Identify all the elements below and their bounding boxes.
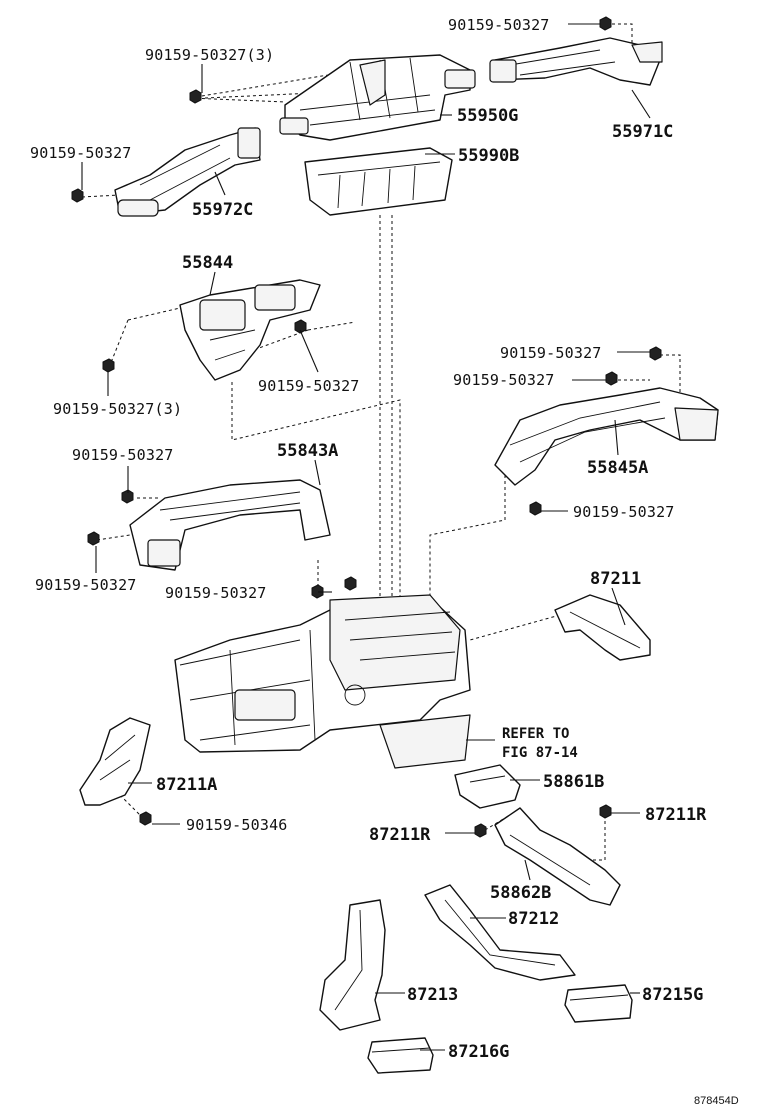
label-bolt-55843A-top: 90159-50327 (72, 446, 174, 464)
duct-87216G (367, 1037, 434, 1074)
duct-87211A (79, 717, 151, 806)
duct-55990B (304, 147, 453, 216)
label-bolt-55844-left: 90159-50327(3) (53, 400, 182, 418)
duct-55971C (489, 37, 663, 86)
duct-87215G (564, 984, 633, 1023)
label-bolt-top-right: 90159-50327 (448, 16, 550, 34)
label-bolt-left-upper: 90159-50327 (30, 144, 132, 162)
diagram-code: 878454D (694, 1095, 739, 1107)
assembly-lines (81, 23, 681, 861)
label-87216G: 87216G (448, 1042, 509, 1062)
label-bolt-top-left: 90159-50327(3) (145, 46, 274, 64)
label-87213: 87213 (407, 985, 458, 1005)
label-55990B: 55990B (458, 146, 519, 166)
leader-lines (81, 23, 651, 1051)
label-55950G: 55950G (457, 106, 518, 126)
duct-55950G (279, 54, 476, 141)
label-bolt-55843A-left: 90159-50327 (35, 576, 137, 594)
label-bolt-55845A-bottom: 90159-50327 (573, 503, 675, 521)
duct-87213 (319, 899, 386, 1031)
label-55844: 55844 (182, 253, 233, 273)
label-58862B: 58862B (490, 883, 551, 903)
heater-unit (174, 594, 471, 769)
duct-58862B (494, 807, 621, 906)
label-bolt-heater-top: 90159-50327 (165, 584, 267, 602)
duct-55844 (179, 279, 321, 381)
duct-55972C (114, 127, 261, 217)
label-87211A: 87211A (156, 775, 217, 795)
callout-labels: 90159-50327 90159-50327(3) 55950G 55971C… (30, 16, 739, 1107)
duct-87211 (554, 594, 651, 661)
bolt-icons (71, 16, 662, 838)
label-bolt-55845A-top2: 90159-50327 (453, 371, 555, 389)
label-87215G: 87215G (642, 985, 703, 1005)
label-55843A: 55843A (277, 441, 338, 461)
label-87212: 87212 (508, 909, 559, 929)
label-refer-line1: REFER TO (502, 726, 569, 742)
label-bolt-55844-right: 90159-50327 (258, 377, 360, 395)
label-bolt-87211A: 90159-50346 (186, 816, 288, 834)
duct-55843A (129, 479, 331, 571)
label-bolt-55845A-top1: 90159-50327 (500, 344, 602, 362)
label-87211: 87211 (590, 569, 641, 589)
label-87211R-right: 87211R (645, 805, 707, 825)
label-55971C: 55971C (612, 122, 673, 142)
label-refer-line2: FIG 87-14 (502, 745, 578, 761)
duct-58861B (454, 764, 521, 809)
label-55845A: 55845A (587, 458, 648, 478)
label-87211R-left: 87211R (369, 825, 431, 845)
label-58861B: 58861B (543, 772, 604, 792)
duct-87212 (424, 884, 576, 981)
label-55972C: 55972C (192, 200, 253, 220)
duct-55845A (494, 387, 719, 486)
